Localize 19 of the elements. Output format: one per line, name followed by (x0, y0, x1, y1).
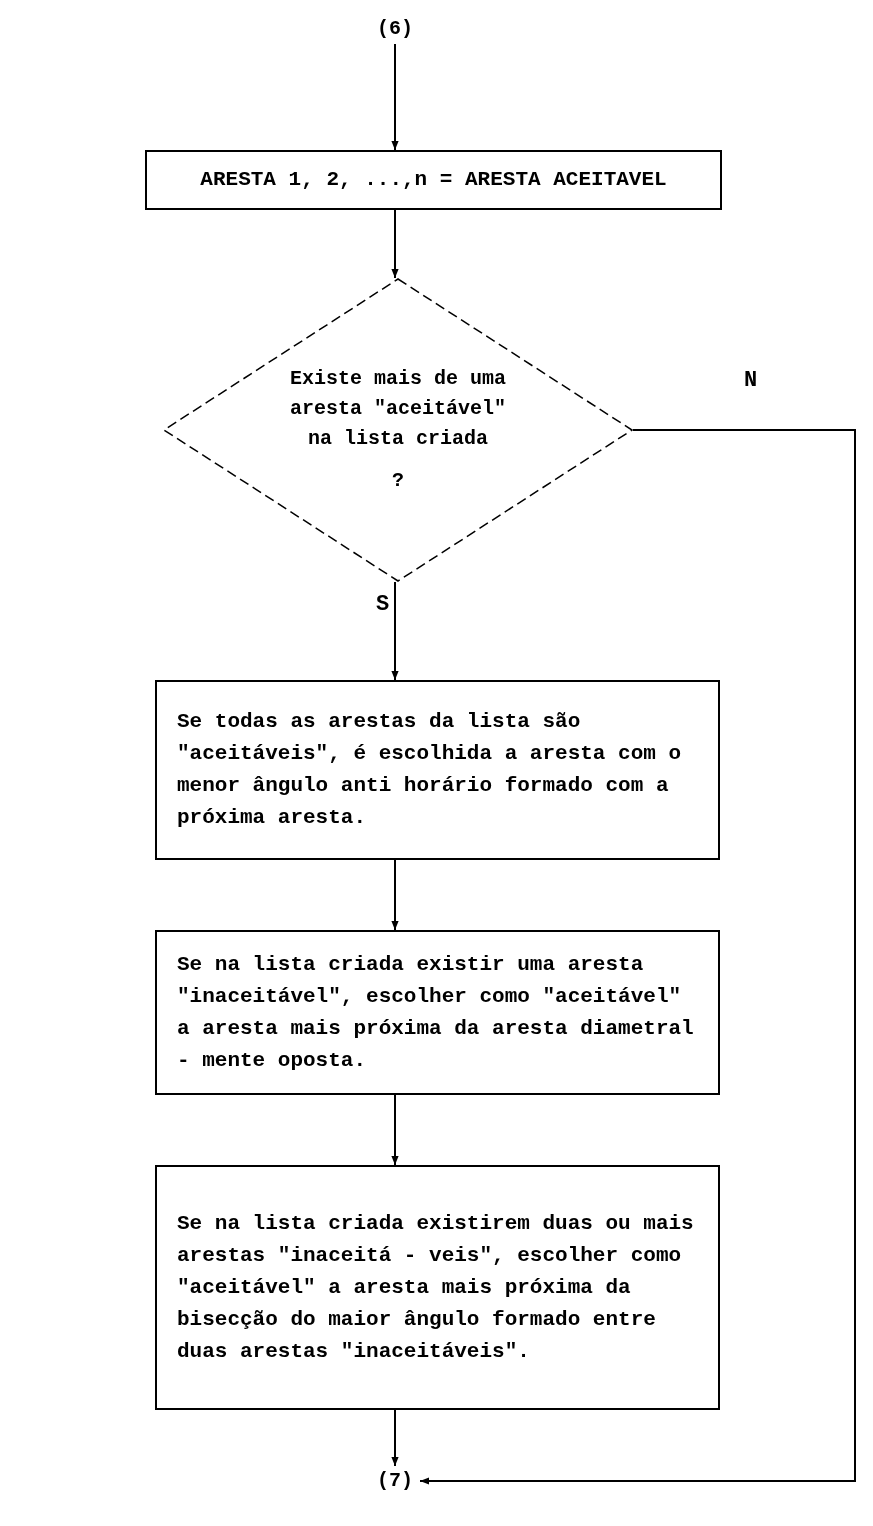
arrow (391, 1094, 399, 1166)
box-text: Se na lista criada existirem duas ou mais arestas "inaceitá - veis", escolher como "aceitável" a aresta mais próxima da bisecção do maior ângulo formado entre duas arestas "inaceitáveis". (177, 1210, 695, 1365)
connector-label: (6) (377, 16, 413, 42)
box-text: Se todas as arestas da lista são "aceitáveis", é escolhida a aresta com o menor ângulo anti horário formado com a próxima aresta. (177, 709, 683, 831)
process-box (155, 1165, 720, 1410)
arrow (391, 43, 399, 151)
arrow (391, 581, 399, 681)
arrow (391, 1409, 399, 1467)
question-text: Existe mais de uma aresta "aceitável" na lista criada (288, 366, 507, 452)
box-text: ARESTA 1, 2, ...,n = ARESTA ACEITAVEL (200, 167, 667, 193)
process-box (155, 930, 720, 1095)
process-box (145, 150, 722, 210)
connector-label: (7) (377, 1468, 413, 1494)
box-text: Se na lista criada existir uma aresta "inaceitável", escolher como "aceitável" a aresta mais próxima da aresta diametral - mente oposta. (177, 951, 695, 1074)
process-box (155, 680, 720, 860)
question-mark: ? (391, 468, 405, 494)
arrow (419, 429, 856, 1485)
arrow (391, 859, 399, 931)
arrow (391, 209, 399, 279)
